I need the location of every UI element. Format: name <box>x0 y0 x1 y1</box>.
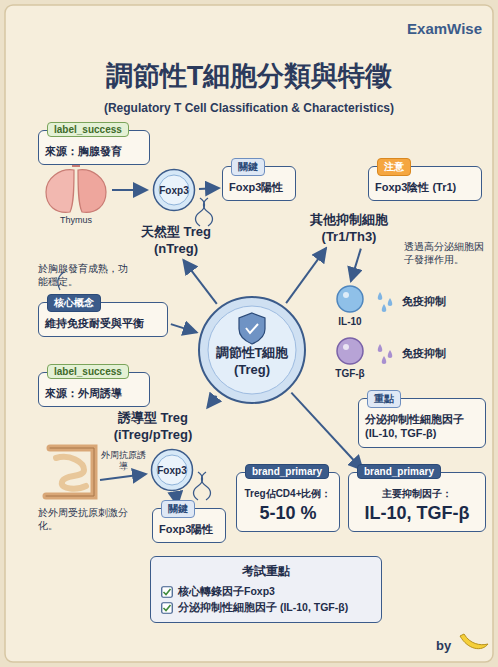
organ-label: Thymus <box>40 215 112 226</box>
tag-label: brand_primary <box>245 464 329 479</box>
tag-label: brand_primary <box>357 464 441 479</box>
heading-text: 天然型 Treg (nTreg) <box>120 224 232 258</box>
description-note: 透過高分泌細胞因子發揮作用。 <box>404 240 488 266</box>
callout-box: label_success來源：胸腺發育 <box>38 130 150 165</box>
group-heading: 誘導型 Treg (iTreg/pTreg) <box>78 410 228 444</box>
droplets <box>378 292 393 312</box>
fact-caption: 主要抑制因子： <box>355 487 479 500</box>
connector-arrow <box>286 248 326 303</box>
group-heading: 天然型 Treg (nTreg) <box>120 224 232 258</box>
bubble-shape <box>330 284 370 314</box>
description-note: 於外周受抗原刺激分化。 <box>38 506 142 532</box>
subtitle: (Regulatory T Cell Classification & Char… <box>14 101 484 115</box>
tag-label: 注意 <box>377 158 411 176</box>
checkbox-frame <box>162 603 173 614</box>
fact-value: 5-10 % <box>243 502 333 525</box>
effect-label: 免疫抑制 <box>402 346 472 361</box>
signature: by <box>436 638 458 653</box>
shield-icon <box>239 313 265 344</box>
box-text: Foxp3陽性 <box>229 180 289 194</box>
bubble-outline <box>337 338 363 364</box>
leader-arrow <box>112 189 147 191</box>
callout-box: label_success來源：外周誘導 <box>38 372 150 407</box>
connector-arrow <box>351 249 361 281</box>
connector-arrow <box>291 393 362 470</box>
box-text: Foxp3陽性 <box>159 522 219 536</box>
leader-arrow <box>100 474 146 480</box>
cell-label: Foxp3 <box>150 448 194 492</box>
paper <box>5 5 493 662</box>
checkbox-icon <box>161 602 173 614</box>
exam-item: 分泌抑制性細胞因子 (IL-10, TGF-β) <box>161 600 371 614</box>
tag-label: 重點 <box>367 390 401 408</box>
tag-label: label_success <box>47 122 129 137</box>
bubble-outline <box>337 286 363 312</box>
cell-outline <box>199 297 305 403</box>
exam-heading: 考試重點 <box>161 563 371 580</box>
callout-box: 關鍵Foxp3陽性 <box>222 166 296 201</box>
brand-name: ExamWise <box>380 20 482 37</box>
box-text: 來源：外周誘導 <box>45 386 143 400</box>
bubble-shape <box>330 336 370 366</box>
exam-text: 核心轉錄因子Foxp3 <box>178 584 275 598</box>
checkbox-icon <box>161 586 173 598</box>
callout-box: 重點分泌抑制性細胞因子 (IL-10, TGF-β) <box>358 398 486 448</box>
thymus-illustration <box>46 166 106 212</box>
box-text: 來源：胸腺發育 <box>45 144 143 158</box>
central-label: 調節性T細胞 (Treg) <box>205 345 299 379</box>
heading-text: 誘導型 Treg (iTreg/pTreg) <box>78 410 228 444</box>
fact-caption: Treg佔CD4+比例： <box>243 487 333 500</box>
box-text: 維持免疫耐受與平衡 <box>45 316 161 330</box>
droplets <box>378 344 393 364</box>
group-heading: 其他抑制細胞 (Tr1/Th3) <box>296 212 402 246</box>
heading-text: 其他抑制細胞 (Tr1/Th3) <box>296 212 402 246</box>
checkbox-tick <box>164 605 171 611</box>
cytokine-bubble: IL-10 <box>330 284 370 332</box>
bubble-shine <box>343 344 349 350</box>
key-fact-box: brand_primaryTreg佔CD4+比例：5-10 % <box>236 472 340 532</box>
connector-arrow <box>171 324 197 332</box>
checkbox-tick <box>164 589 171 595</box>
connector-arrow <box>183 260 216 304</box>
exam-box: 考試重點核心轉錄因子Foxp3 分泌抑制性細胞因子 (IL-10, TGF-β) <box>150 556 382 623</box>
callout-box: 關鍵Foxp3陽性 <box>152 508 226 543</box>
description-note: 於胸腺發育成熟，功能穩定。 <box>38 262 132 288</box>
exam-item: 核心轉錄因子Foxp3 <box>161 584 371 598</box>
box-text: 分泌抑制性細胞因子 (IL-10, TGF-β) <box>365 412 479 441</box>
tag-label: 核心概念 <box>47 294 101 312</box>
key-fact-box: brand_primary主要抑制因子：IL-10, TGF-β <box>348 472 486 532</box>
cell-circle: Foxp3 <box>152 168 196 212</box>
callout-box: 注意Foxp3陰性 (Tr1) <box>368 166 482 201</box>
pathway-label: 外周抗原誘導 <box>98 450 148 473</box>
check-icon <box>246 324 258 333</box>
tag-label: 關鍵 <box>161 500 195 518</box>
connector-arrow <box>207 396 216 408</box>
checkbox-frame <box>162 587 173 598</box>
box-text: Foxp3陰性 (Tr1) <box>375 180 475 194</box>
diagram-title: 調節性T細胞分類與特徵 <box>20 58 478 94</box>
tag-label: 關鍵 <box>231 158 265 176</box>
bubble-shine <box>343 292 349 298</box>
bubble-label: TGF-β <box>324 368 376 379</box>
tag-label: label_success <box>47 364 129 379</box>
cell-circle: Foxp3 <box>150 448 194 492</box>
effect-label: 免疫抑制 <box>402 294 472 309</box>
fact-value: IL-10, TGF-β <box>355 502 479 525</box>
connector-arrow <box>199 187 219 190</box>
cell-label: Foxp3 <box>152 168 196 212</box>
cytokine-bubble: TGF-β <box>330 336 370 384</box>
exam-text: 分泌抑制性細胞因子 (IL-10, TGF-β) <box>178 600 348 614</box>
banana-icon <box>460 634 488 649</box>
central-cell: 調節性T細胞 (Treg) <box>197 295 307 405</box>
callout-box: 核心概念維持免疫耐受與平衡 <box>38 302 168 337</box>
intestine-illustration <box>46 448 94 496</box>
bubble-label: IL-10 <box>324 316 376 327</box>
